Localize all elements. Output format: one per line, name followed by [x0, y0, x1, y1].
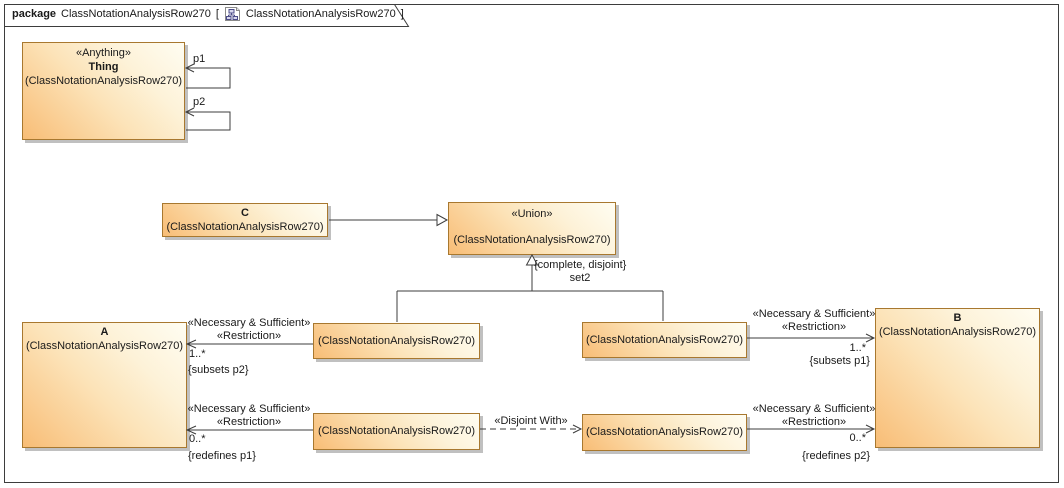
stereotype-line: «Restriction»	[781, 321, 847, 333]
generalization-set-label[interactable]: {complete, disjoint} set2	[534, 259, 626, 285]
disjoint-with-label[interactable]: «Disjoint With»	[494, 415, 568, 427]
a-owner: (ClassNotationAnalysisRow270)	[25, 340, 184, 352]
class-restriction-bottom-right[interactable]: (ClassNotationAnalysisRow270)	[582, 414, 747, 451]
stereotype-line: «Restriction»	[216, 416, 282, 428]
p1-role-label[interactable]: p1	[193, 53, 206, 65]
class-thing[interactable]: «Anything» Thing (ClassNotationAnalysisR…	[22, 42, 185, 140]
class-union[interactable]: «Union» (ClassNotationAnalysisRow270)	[448, 202, 616, 255]
assoc-b-subsets-constraint[interactable]: {subsets p1}	[809, 355, 870, 367]
class-restriction-bottom-left[interactable]: (ClassNotationAnalysisRow270)	[313, 413, 480, 450]
generalization-set-constraint: {complete, disjoint}	[534, 259, 627, 271]
a-name: A	[100, 326, 109, 338]
class-restriction-top-right[interactable]: (ClassNotationAnalysisRow270)	[582, 322, 747, 358]
assoc-a-subsets-constraint[interactable]: {subsets p2}	[188, 364, 249, 376]
generalization-c-to-union[interactable]	[329, 213, 449, 227]
assoc-a-subsets-stereotypes[interactable]: «Necessary & Sufficient» «Restriction»	[188, 317, 311, 343]
union-stereotype: «Union»	[511, 208, 553, 220]
restriction-top-right-owner: (ClassNotationAnalysisRow270)	[585, 334, 744, 346]
assoc-b-subsets-stereotypes[interactable]: «Necessary & Sufficient» «Restriction»	[753, 308, 876, 334]
frame-header-tab[interactable]: package ClassNotationAnalysisRow270 [ Cl…	[12, 6, 404, 22]
assoc-b-subsets-multiplicity[interactable]: 1..*	[849, 342, 866, 354]
p2-role-label[interactable]: p2	[193, 96, 206, 108]
thing-owner: (ClassNotationAnalysisRow270)	[24, 75, 183, 87]
b-owner: (ClassNotationAnalysisRow270)	[878, 326, 1037, 338]
class-b[interactable]: B (ClassNotationAnalysisRow270)	[875, 308, 1040, 448]
association-p2[interactable]	[184, 107, 231, 131]
assoc-a-redefines-constraint[interactable]: {redefines p1}	[188, 450, 256, 462]
stereotype-line: «Necessary & Sufficient»	[752, 403, 876, 415]
class-c[interactable]: C (ClassNotationAnalysisRow270)	[162, 203, 328, 237]
assoc-a-redefines-stereotypes[interactable]: «Necessary & Sufficient» «Restriction»	[188, 403, 311, 429]
assoc-b-redefines-multiplicity[interactable]: 0..*	[849, 432, 866, 444]
stereotype-line: «Necessary & Sufficient»	[187, 317, 311, 329]
restriction-bottom-right-owner: (ClassNotationAnalysisRow270)	[585, 426, 744, 438]
generalization-set-name: set2	[569, 272, 591, 284]
assoc-a-subsets-multiplicity[interactable]: 1..*	[189, 348, 206, 360]
class-restriction-top-left[interactable]: (ClassNotationAnalysisRow270)	[313, 323, 480, 359]
frame-kind-label: package	[12, 8, 57, 20]
b-name: B	[953, 312, 962, 324]
stereotype-line: «Restriction»	[781, 416, 847, 428]
association-p1[interactable]	[184, 63, 231, 89]
assoc-a-redefines-multiplicity[interactable]: 0..*	[189, 433, 206, 445]
class-diagram-icon	[224, 6, 241, 22]
association-b-subsets[interactable]	[747, 333, 876, 343]
c-name: C	[241, 207, 249, 219]
assoc-b-redefines-constraint[interactable]: {redefines p2}	[802, 450, 870, 462]
c-owner: (ClassNotationAnalysisRow270)	[166, 221, 324, 233]
assoc-b-redefines-stereotypes[interactable]: «Necessary & Sufficient» «Restriction»	[753, 403, 876, 429]
stereotype-line: «Necessary & Sufficient»	[187, 403, 311, 415]
frame-package-name: ClassNotationAnalysisRow270	[61, 8, 211, 20]
thing-name: Thing	[88, 61, 119, 73]
stereotype-line: «Necessary & Sufficient»	[752, 308, 876, 320]
union-owner: (ClassNotationAnalysisRow270)	[453, 234, 611, 246]
frame-open-bracket: [	[215, 8, 219, 20]
restriction-bottom-left-owner: (ClassNotationAnalysisRow270)	[317, 425, 476, 437]
stereotype-line: «Restriction»	[216, 330, 282, 342]
class-a[interactable]: A (ClassNotationAnalysisRow270)	[22, 322, 187, 448]
restriction-top-left-owner: (ClassNotationAnalysisRow270)	[317, 335, 476, 347]
frame-close-bracket: ]	[400, 8, 404, 20]
frame-diagram-name: ClassNotationAnalysisRow270	[245, 8, 396, 20]
thing-stereotype: «Anything»	[75, 47, 132, 59]
